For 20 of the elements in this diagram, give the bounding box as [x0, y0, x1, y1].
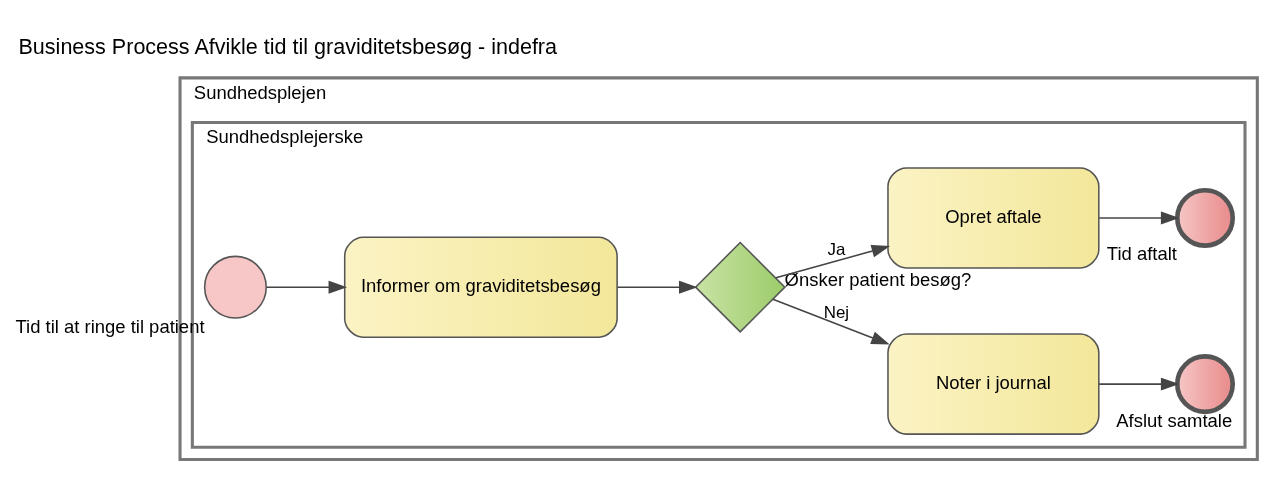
arrow — [1098, 377, 1180, 391]
arrow — [616, 280, 698, 294]
edge-label: Nej — [823, 302, 850, 322]
node-circle — [203, 255, 267, 319]
arrow — [772, 298, 890, 345]
arrow — [265, 280, 348, 294]
node-box: Opret aftale — [887, 166, 1100, 269]
node-label: Ønsker patient besøg? — [784, 268, 972, 290]
node-diamond — [694, 240, 786, 333]
arrow — [1098, 210, 1180, 224]
node-box: Informer om graviditetsbesøg — [343, 235, 618, 338]
node-circle — [1175, 353, 1235, 414]
diagram-title: Business Process Afvikle tid til graviditetsbesøg - indefra — [18, 34, 558, 59]
node-label: Tid aftalt — [1106, 242, 1177, 264]
edge-label: Ja — [827, 239, 846, 259]
arrow — [775, 244, 891, 278]
node-label: Afslut samtale — [1116, 409, 1233, 431]
node-box: Noter i journal — [887, 332, 1100, 435]
node-circle — [1175, 187, 1235, 248]
node-label: Tid til at ringe til patient — [15, 315, 205, 337]
